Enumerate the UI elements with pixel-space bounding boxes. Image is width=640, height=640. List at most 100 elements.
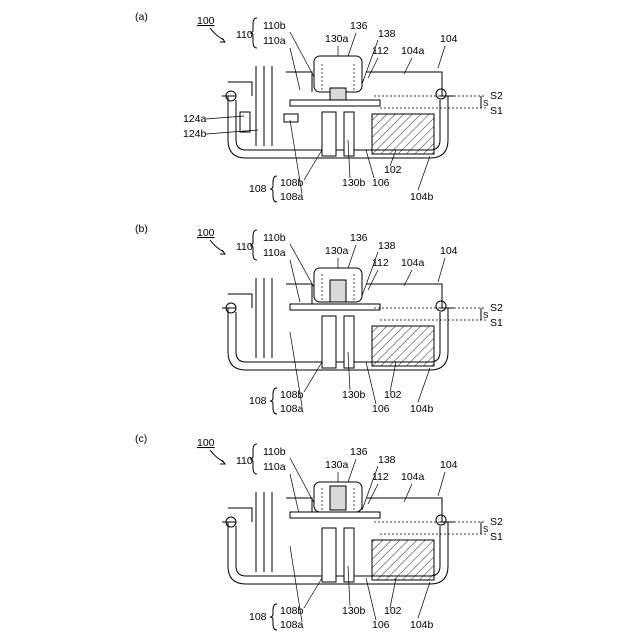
label-106: 106 — [372, 177, 390, 189]
label-102: 102 — [384, 389, 402, 401]
label-112: 112 — [372, 257, 389, 269]
screw-right — [436, 515, 446, 525]
leader-112 — [368, 58, 378, 78]
label-S1: S1 — [490, 105, 503, 117]
tab-108a — [284, 114, 298, 122]
label-112: 112 — [372, 471, 389, 483]
label-124b: 124b — [183, 128, 207, 140]
label-130a: 130a — [325, 33, 349, 45]
shaft-130b — [344, 528, 354, 582]
label-104b: 104b — [410, 403, 434, 415]
label-136: 136 — [350, 20, 368, 32]
label-S2: S2 — [490, 90, 503, 102]
label-104: 104 — [440, 459, 458, 471]
brace-108 — [270, 604, 277, 630]
label-108a: 108a — [280, 191, 304, 203]
battery-102 — [372, 326, 434, 366]
label-108: 108 — [249, 395, 267, 407]
label-104b: 104b — [410, 619, 434, 631]
plate-110a — [290, 100, 380, 106]
screw-right — [436, 301, 446, 311]
assembly-label: 100 — [197, 227, 215, 239]
shaft-130b — [344, 316, 354, 368]
shaft-108b — [322, 112, 336, 156]
label-112: 112 — [372, 45, 389, 57]
label-102: 102 — [384, 164, 402, 176]
label-110: 110 — [236, 455, 253, 467]
plate-110a — [290, 512, 380, 518]
label-138: 138 — [378, 240, 396, 252]
label-104: 104 — [440, 245, 458, 257]
label-104a: 104a — [401, 471, 425, 483]
plate-110a — [290, 304, 380, 310]
label-110b: 110b — [263, 446, 286, 458]
leaders-top — [290, 244, 445, 302]
label-104a: 104a — [401, 45, 425, 57]
cap-136 — [314, 56, 362, 92]
contacts-124 — [256, 66, 272, 146]
plunger-130a — [330, 280, 346, 302]
label-130b: 130b — [342, 177, 366, 189]
shaft-108b — [322, 316, 336, 368]
label-130a: 130a — [325, 245, 349, 257]
panel-a: (a) 100 110 110b 110a 130a 136 138 112 1… — [135, 11, 503, 203]
brace-110 — [250, 444, 257, 474]
label-S: S — [483, 311, 488, 320]
label-110: 110 — [236, 241, 253, 253]
label-106: 106 — [372, 403, 390, 415]
dim-lines — [374, 522, 486, 534]
contacts-124 — [256, 278, 272, 358]
dim-lines — [374, 308, 486, 320]
leader-110a — [290, 48, 300, 90]
label-S: S — [483, 525, 488, 534]
screw-right — [436, 89, 446, 99]
label-110a: 110a — [263, 35, 286, 47]
label-108: 108 — [249, 183, 267, 195]
plunger-130a — [330, 486, 346, 510]
label-104: 104 — [440, 33, 458, 45]
battery-102 — [372, 114, 434, 154]
leader-138 — [362, 40, 378, 84]
panel-label: (b) — [135, 223, 148, 235]
label-S1: S1 — [490, 531, 503, 543]
label-108a: 108a — [280, 619, 304, 631]
label-110b: 110b — [263, 20, 286, 32]
label-110: 110 — [236, 29, 253, 41]
label-S2: S2 — [490, 516, 503, 528]
brace-110 — [250, 18, 257, 48]
label-108a: 108a — [280, 403, 304, 415]
dim-lines — [374, 96, 486, 108]
panel-c: (c) 100 110 110b 110a 130a 136 138 112 1… — [135, 433, 503, 631]
label-108: 108 — [249, 611, 267, 623]
label-124a: 124a — [183, 113, 207, 125]
brace-108 — [270, 388, 277, 414]
label-130b: 130b — [342, 389, 366, 401]
label-110a: 110a — [263, 247, 286, 259]
contacts-124 — [256, 492, 272, 572]
label-110b: 110b — [263, 232, 286, 244]
panel-label: (a) — [135, 11, 148, 23]
panel-label: (c) — [135, 433, 147, 445]
label-136: 136 — [350, 232, 368, 244]
assembly-label: 100 — [197, 15, 215, 27]
label-104a: 104a — [401, 257, 425, 269]
label-104b: 104b — [410, 191, 434, 203]
label-S1: S1 — [490, 317, 503, 329]
shaft-130b — [344, 112, 354, 156]
panel-b: (b) 100 110 110b 110a 130a 136 138 112 1… — [135, 223, 503, 415]
label-138: 138 — [378, 28, 396, 40]
assembly-label: 100 — [197, 437, 215, 449]
label-106: 106 — [372, 619, 390, 631]
label-136: 136 — [350, 446, 368, 458]
shaft-108b — [322, 528, 336, 582]
brace-110 — [250, 230, 257, 260]
part-124a — [240, 112, 250, 132]
label-S2: S2 — [490, 302, 503, 314]
label-110a: 110a — [263, 461, 286, 473]
label-130b: 130b — [342, 605, 366, 617]
brace-108 — [270, 176, 277, 202]
label-130a: 130a — [325, 459, 349, 471]
label-102: 102 — [384, 605, 402, 617]
